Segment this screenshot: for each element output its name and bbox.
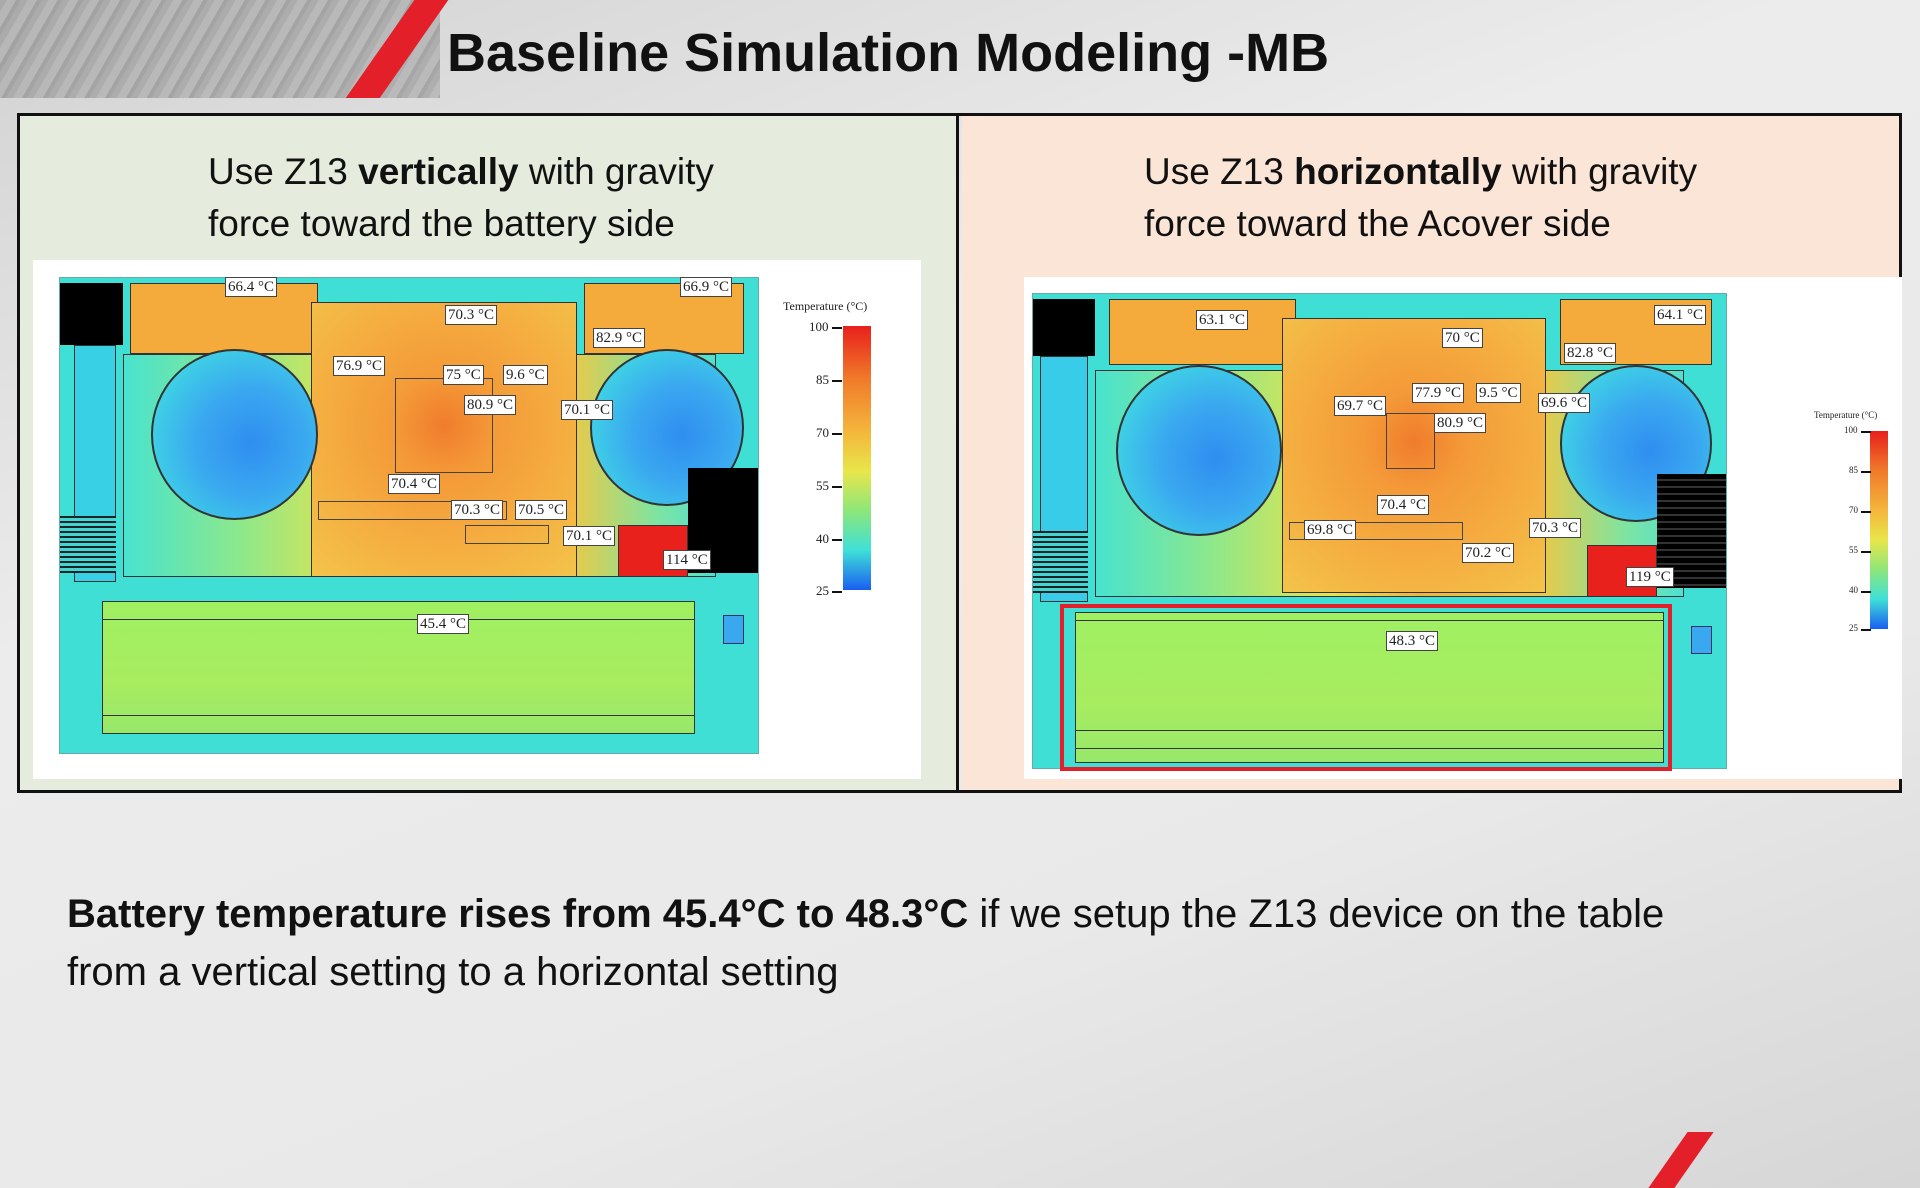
vertical-heading: Use Z13 vertically with gravity force to… <box>208 151 714 244</box>
temp-label: 64.1 °C <box>1654 305 1707 325</box>
temp-label: 82.9 °C <box>593 328 646 348</box>
temp-label: 48.3 °C <box>1386 631 1439 651</box>
temp-label: 70.3 °C <box>1529 518 1582 538</box>
temp-label: 70.1 °C <box>561 400 614 420</box>
vertical-simulation-image: 66.4 °C 66.9 °C 70.3 °C 82.9 °C 76.9 °C … <box>33 260 921 779</box>
temp-label: 76.9 °C <box>333 356 386 376</box>
temp-label: 69.7 °C <box>1334 396 1387 416</box>
temp-label: 9.5 °C <box>1476 383 1521 403</box>
temp-label: 66.9 °C <box>680 277 733 297</box>
vertical-heatmap <box>59 277 759 754</box>
horizontal-panel: Use Z13 horizontally with gravity force … <box>962 116 1902 790</box>
vertical-panel: Use Z13 vertically with gravity force to… <box>20 116 959 790</box>
temp-label: 114 °C <box>663 550 711 570</box>
temp-label: 80.9 °C <box>1434 413 1487 433</box>
comparison-frame: Use Z13 vertically with gravity force to… <box>17 113 1902 793</box>
temp-label: 70.5 °C <box>515 500 568 520</box>
temp-label: 69.8 °C <box>1304 520 1357 540</box>
horizontal-heading: Use Z13 horizontally with gravity force … <box>1144 151 1698 244</box>
temp-label: 82.8 °C <box>1564 343 1617 363</box>
horizontal-simulation-image: 63.1 °C 64.1 °C 70 °C 82.8 °C 77.9 °C 9.… <box>1024 277 1902 779</box>
temp-label: 45.4 °C <box>417 614 470 634</box>
temp-label: 70 °C <box>1442 328 1483 348</box>
temp-label: 63.1 °C <box>1196 310 1249 330</box>
battery-highlight-box <box>1060 604 1672 771</box>
summary-text: Battery temperature rises from 45.4°C to… <box>67 892 1665 994</box>
red-slash-bottom <box>1648 1132 1714 1188</box>
temperature-legend: Temperature (°C) 100 85 70 55 40 25 <box>1814 411 1899 651</box>
temp-label: 66.4 °C <box>225 277 278 297</box>
temp-label: 70.1 °C <box>563 526 616 546</box>
temp-label: 119 °C <box>1626 567 1674 587</box>
temp-label: 70.4 °C <box>1377 495 1430 515</box>
temp-label: 80.9 °C <box>464 395 517 415</box>
temp-label: 9.6 °C <box>503 365 548 385</box>
temp-label: 70.2 °C <box>1462 543 1515 563</box>
temp-label: 75 °C <box>443 365 484 385</box>
temp-label: 70.4 °C <box>388 474 441 494</box>
temp-label: 69.6 °C <box>1538 393 1591 413</box>
temperature-legend: Temperature (°C) 100 85 70 55 40 25 <box>783 300 913 610</box>
temp-label: 70.3 °C <box>445 305 498 325</box>
page-title: Baseline Simulation Modeling -MB <box>447 23 1330 83</box>
temp-label: 77.9 °C <box>1412 383 1465 403</box>
temp-label: 70.3 °C <box>451 500 504 520</box>
